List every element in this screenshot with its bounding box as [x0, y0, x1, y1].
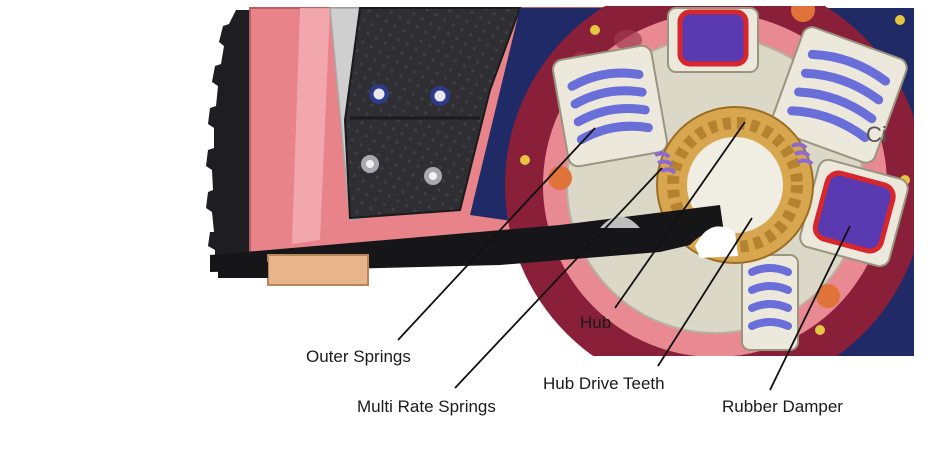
ring-gear — [206, 10, 255, 268]
multi-rate-springs — [654, 142, 814, 175]
bearing-block — [267, 254, 369, 286]
pointer-hub — [614, 121, 746, 309]
rubber-damper-block — [799, 158, 909, 268]
label-hub-drive-teeth: Hub Drive Teeth — [543, 374, 665, 393]
outer-spring-window — [770, 26, 908, 164]
cut-notch — [600, 216, 640, 228]
hub-bore-cutout — [695, 226, 738, 258]
pointer-hub-drive-teeth — [657, 217, 753, 367]
flywheel-step — [292, 8, 330, 244]
lower-spring-window — [741, 254, 799, 351]
label-rubber-damper: Rubber Damper — [722, 397, 843, 416]
rivet-blue — [369, 84, 450, 106]
label-hub: Hub — [580, 313, 612, 332]
pointer-lines — [397, 121, 851, 391]
label-multi-rate-springs: Multi Rate Springs — [357, 397, 496, 416]
pointer-outer-springs — [397, 127, 596, 341]
outer-spring-window — [551, 44, 669, 168]
cover-mark: Ci — [866, 122, 887, 147]
rubber-damper-block — [667, 7, 759, 73]
pointer-multi-rate-springs — [454, 167, 663, 389]
label-outer-springs: Outer Springs — [306, 347, 411, 366]
pointer-rubber-damper — [769, 225, 851, 391]
stop-pins — [548, 6, 840, 308]
rivet-silver — [361, 155, 442, 185]
